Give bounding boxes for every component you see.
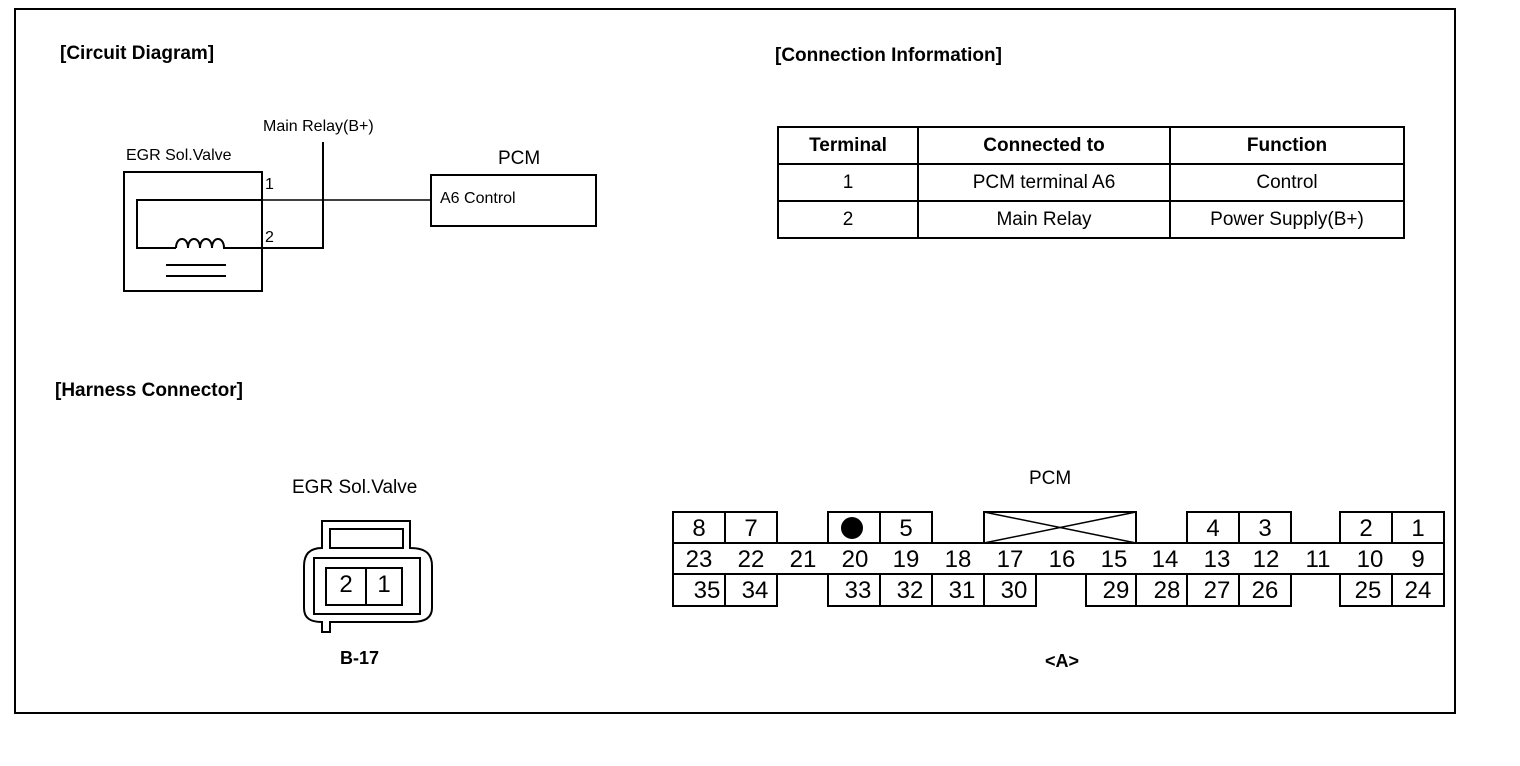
egr-connector-pins-frame bbox=[325, 567, 403, 606]
connection-info-heading: [Connection Information] bbox=[775, 45, 1002, 66]
terminal-2-label: 2 bbox=[265, 229, 274, 246]
pcm-pin: 12 bbox=[1252, 546, 1280, 573]
egr-pin-2: 2 bbox=[339, 571, 353, 598]
main-relay-label: Main Relay(B+) bbox=[263, 118, 374, 135]
row-1-terminal: 1 bbox=[777, 163, 919, 202]
pcm-pin: 23 bbox=[685, 546, 713, 573]
pcm-pin: 9 bbox=[1411, 546, 1425, 573]
pcm-pin: 10 bbox=[1356, 546, 1384, 573]
egr-connector-shell bbox=[313, 557, 421, 615]
pcm-pin: 1 bbox=[1411, 515, 1425, 542]
pcm-box bbox=[430, 174, 597, 227]
table-row: 2 Main Relay Power Supply(B+) bbox=[777, 200, 1405, 239]
pcm-pin: 20 bbox=[841, 546, 869, 573]
row-1-connected-to: PCM terminal A6 bbox=[917, 163, 1171, 202]
circuit-diagram-heading: [Circuit Diagram] bbox=[60, 43, 215, 64]
pcm-pin: 35 bbox=[693, 577, 721, 604]
pcm-pin: 4 bbox=[1206, 515, 1220, 542]
pcm-pin: 28 bbox=[1153, 577, 1181, 604]
pcm-pin: 5 bbox=[899, 515, 913, 542]
pcm-pin: 30 bbox=[1000, 577, 1028, 604]
terminal-1-label: 1 bbox=[265, 176, 274, 193]
pcm-pin: 29 bbox=[1102, 577, 1130, 604]
pcm-pin: 34 bbox=[741, 577, 769, 604]
diagram-frame bbox=[14, 8, 1456, 714]
egr-valve-label: EGR Sol.Valve bbox=[126, 147, 232, 164]
pcm-pin: 21 bbox=[789, 546, 817, 573]
egr-valve-box bbox=[123, 171, 263, 292]
pcm-pin: 11 bbox=[1305, 546, 1331, 573]
pcm-a6-control-label: A6 Control bbox=[440, 190, 516, 207]
pcm-pin: 3 bbox=[1258, 515, 1272, 542]
pcm-pin: 2 bbox=[1359, 515, 1373, 542]
connection-info-table: Terminal Connected to Function 1 PCM ter… bbox=[777, 126, 1405, 239]
egr-connector-body bbox=[303, 520, 433, 633]
pcm-label: PCM bbox=[498, 148, 541, 169]
header-terminal: Terminal bbox=[777, 126, 919, 165]
pcm-row-3-right-mid bbox=[1085, 574, 1292, 607]
pcm-pin: 26 bbox=[1251, 577, 1279, 604]
egr-connector-latch bbox=[329, 528, 404, 549]
pcm-pin: 24 bbox=[1404, 577, 1432, 604]
pcm-pin: 31 bbox=[948, 577, 976, 604]
egr-pin-1: 1 bbox=[377, 571, 391, 598]
harness-pcm-label: PCM bbox=[1029, 468, 1072, 489]
row-2-terminal: 2 bbox=[777, 200, 919, 239]
pcm-pin: 8 bbox=[692, 515, 706, 542]
row-1-function: Control bbox=[1169, 163, 1405, 202]
harness-egr-valve-label: EGR Sol.Valve bbox=[292, 477, 418, 498]
pcm-pin: 16 bbox=[1048, 546, 1076, 573]
pcm-pin: 25 bbox=[1354, 577, 1382, 604]
pcm-pin: 17 bbox=[996, 546, 1024, 573]
row-2-function: Power Supply(B+) bbox=[1169, 200, 1405, 239]
table-row: 1 PCM terminal A6 Control bbox=[777, 163, 1405, 202]
table-header-row: Terminal Connected to Function bbox=[777, 126, 1405, 165]
coil-icon bbox=[175, 238, 226, 249]
harness-connector-heading: [Harness Connector] bbox=[55, 380, 243, 401]
wire-terminal-2 bbox=[262, 142, 324, 249]
pcm-pin: 13 bbox=[1203, 546, 1231, 573]
pcm-pin-6-blocked bbox=[841, 517, 863, 539]
header-connected-to: Connected to bbox=[917, 126, 1171, 165]
pcm-pin: 33 bbox=[844, 577, 872, 604]
egr-connector-id: B-17 bbox=[340, 648, 380, 668]
header-function: Function bbox=[1169, 126, 1405, 165]
pcm-connector-id: <A> bbox=[1045, 651, 1080, 671]
pcm-pin: 27 bbox=[1203, 577, 1231, 604]
row-2-connected-to: Main Relay bbox=[917, 200, 1171, 239]
coil-wire bbox=[136, 199, 262, 249]
pcm-pin: 22 bbox=[737, 546, 765, 573]
pcm-pin: 7 bbox=[744, 515, 758, 542]
pcm-pin: 18 bbox=[944, 546, 972, 573]
pcm-pin: 15 bbox=[1100, 546, 1128, 573]
pcm-pin: 32 bbox=[896, 577, 924, 604]
pcm-pin: 14 bbox=[1151, 546, 1179, 573]
pcm-row-2 bbox=[672, 542, 1445, 575]
pcm-pin: 19 bbox=[892, 546, 920, 573]
